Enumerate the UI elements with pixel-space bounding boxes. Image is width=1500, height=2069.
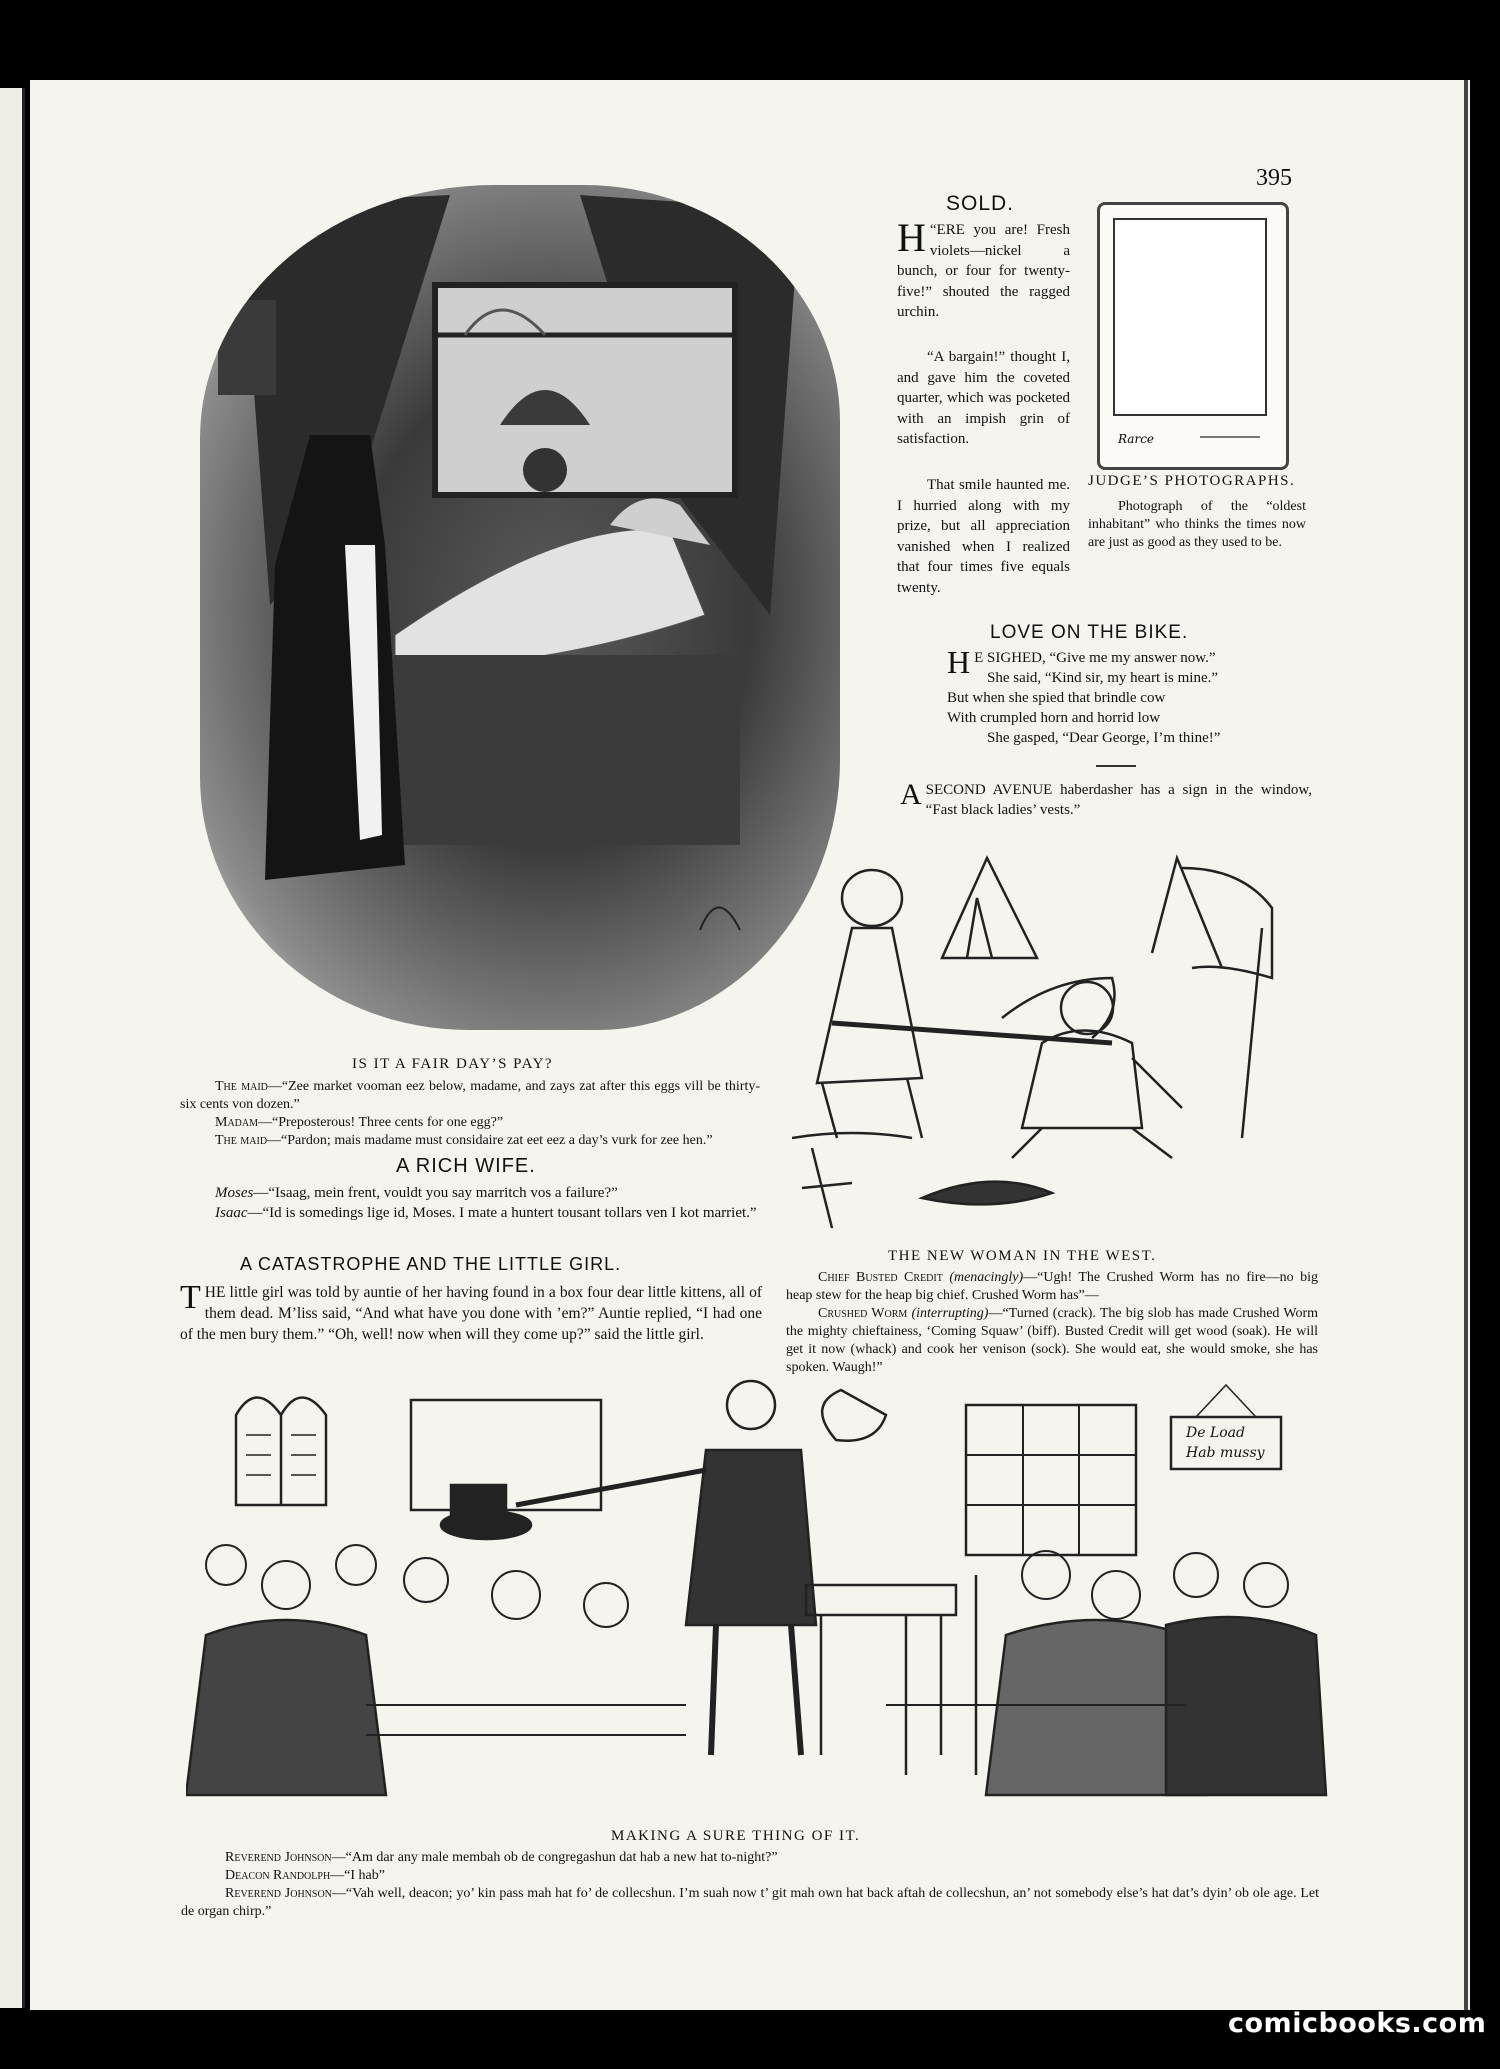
speaker: Madam: [215, 1115, 259, 1130]
poem-line-1: E SIGHED, “Give me my answer now.”: [974, 650, 1216, 666]
speaker: Reverend Johnson: [225, 1850, 332, 1865]
dialogue-line-2: Crushed Worm (interrupting)—“Turned (cra…: [786, 1305, 1318, 1377]
poem-line-2: She said, “Kind sir, my heart is mine.”: [987, 670, 1219, 686]
sold-headline: SOLD.: [946, 192, 1015, 215]
photo-signature: Rarce: [1117, 432, 1154, 446]
church-collection-illustration: De Load Hab mussy: [186, 1375, 1332, 1815]
dialogue-line-1: Reverend Johnson—“Am dar any male membah…: [181, 1849, 1319, 1867]
dialogue-line-1: Moses—“Isaag, mein frent, vouldt you say…: [180, 1183, 760, 1203]
judges-photographs-caption: Photograph of the “oldest inhabitant” wh…: [1088, 499, 1306, 550]
adjacent-page-edge: [0, 88, 25, 2008]
speaker: Reverend Johnson: [225, 1886, 332, 1901]
photograph-frame-illustration: Rarce: [1097, 202, 1289, 470]
speech: —“Zee market vooman eez below, madame, a…: [180, 1079, 760, 1112]
sold-text-1: “ERE you are! Fresh violets—nickel a bun…: [897, 222, 1070, 320]
maid-window-illustration: [200, 185, 840, 1030]
new-woman-illustration: [792, 838, 1310, 1238]
speech: —“Ugh! The Crushed Worm has no fire—no b…: [786, 1270, 1318, 1303]
new-woman-title: THE NEW WOMAN IN THE WEST.: [888, 1248, 1157, 1264]
fair-days-pay-title: IS IT A FAIR DAY’S PAY?: [352, 1056, 554, 1072]
stage-direction: (interrupting): [911, 1306, 989, 1321]
dialogue-line-1: The maid—“Zee market vooman eez below, m…: [180, 1078, 760, 1114]
speaker: Isaac: [215, 1205, 248, 1221]
speech: —“Pardon; mais madame must considaire za…: [267, 1133, 713, 1148]
speech: —“Vah well, deacon; yo’ kin pass mah hat…: [181, 1886, 1320, 1919]
dialogue-line-3: The maid—“Pardon; mais madame must consi…: [180, 1132, 760, 1150]
speaker: The maid: [215, 1133, 268, 1148]
page-number: 395: [1256, 165, 1292, 191]
judges-photographs-title: JUDGE’S PHOTOGRAPHS.: [1088, 473, 1296, 489]
poem-line-5: She gasped, “Dear George, I’m thine!”: [987, 730, 1221, 746]
catastrophe-text: HE little girl was told by auntie of her…: [180, 1284, 762, 1343]
section-divider: [1096, 765, 1136, 767]
second-avenue-dropcap: A: [900, 778, 922, 811]
speaker: Moses: [215, 1185, 254, 1201]
catastrophe-dropcap: T: [180, 1279, 201, 1316]
dialogue-line-3: Reverend Johnson—“Vah well, deacon; yo’ …: [181, 1885, 1319, 1921]
speech: —“I hab”: [330, 1868, 385, 1883]
dialogue-line-2: Madam—“Preposterous! Three cents for one…: [180, 1114, 760, 1132]
sign-line-1: De Load: [1185, 1425, 1245, 1441]
sign-line-2: Hab mussy: [1185, 1445, 1266, 1461]
second-avenue-text: SECOND AVENUE haberdasher has a sign in …: [925, 782, 1312, 818]
dialogue-line-2: Isaac—“Id is somedings lige id, Moses. I…: [180, 1203, 760, 1223]
speech: —“Isaag, mein frent, vouldt you say marr…: [253, 1185, 618, 1201]
sold-paragraph-3: That smile haunted me. I hurried along w…: [897, 477, 1070, 596]
speech: —“Preposterous! Three cents for one egg?…: [258, 1115, 504, 1130]
sold-paragraph-2: “A bargain!” thought I, and gave him the…: [897, 349, 1070, 447]
speaker: The maid: [215, 1079, 268, 1094]
speaker: Deacon Randolph: [225, 1868, 331, 1883]
fair-days-pay-dialogue: The maid—“Zee market vooman eez below, m…: [180, 1078, 760, 1150]
sold-dropcap: H: [897, 215, 926, 260]
rich-wife-dialogue: Moses—“Isaag, mein frent, vouldt you say…: [180, 1183, 760, 1223]
new-woman-dialogue: Chief Busted Credit (menacingly)—“Ugh! T…: [786, 1269, 1318, 1377]
catastrophe-headline: A CATASTROPHE AND THE LITTLE GIRL.: [240, 1254, 622, 1274]
dialogue-line-1: Chief Busted Credit (menacingly)—“Ugh! T…: [786, 1269, 1318, 1305]
speech: —“Turned (crack). The big slob has made …: [786, 1306, 1318, 1375]
love-bike-dropcap: H: [947, 644, 971, 680]
poem-line-3: But when she spied that brindle cow: [947, 690, 1166, 706]
speech: —“Am dar any male membah ob de congregas…: [331, 1850, 778, 1865]
rich-wife-headline: A RICH WIFE.: [396, 1155, 536, 1177]
love-bike-headline: LOVE ON THE BIKE.: [990, 622, 1189, 643]
poem-line-4: With crumpled horn and horrid low: [947, 710, 1161, 726]
stage-direction: (menacingly): [949, 1270, 1024, 1285]
speech: —“Id is somedings lige id, Moses. I mate…: [247, 1205, 757, 1221]
sure-thing-title: MAKING A SURE THING OF IT.: [611, 1828, 861, 1844]
site-watermark: comicbooks.com: [1228, 2008, 1487, 2039]
dialogue-line-2: Deacon Randolph—“I hab”: [181, 1867, 1319, 1885]
page-edge: [1464, 80, 1468, 2010]
speaker: Crushed Worm: [818, 1306, 908, 1321]
speaker: Chief Busted Credit: [818, 1270, 943, 1285]
sure-thing-dialogue: Reverend Johnson—“Am dar any male membah…: [181, 1849, 1319, 1921]
sold-paragraph-1: H“ERE you are! Fresh violets—nickel a bu…: [897, 215, 1070, 323]
